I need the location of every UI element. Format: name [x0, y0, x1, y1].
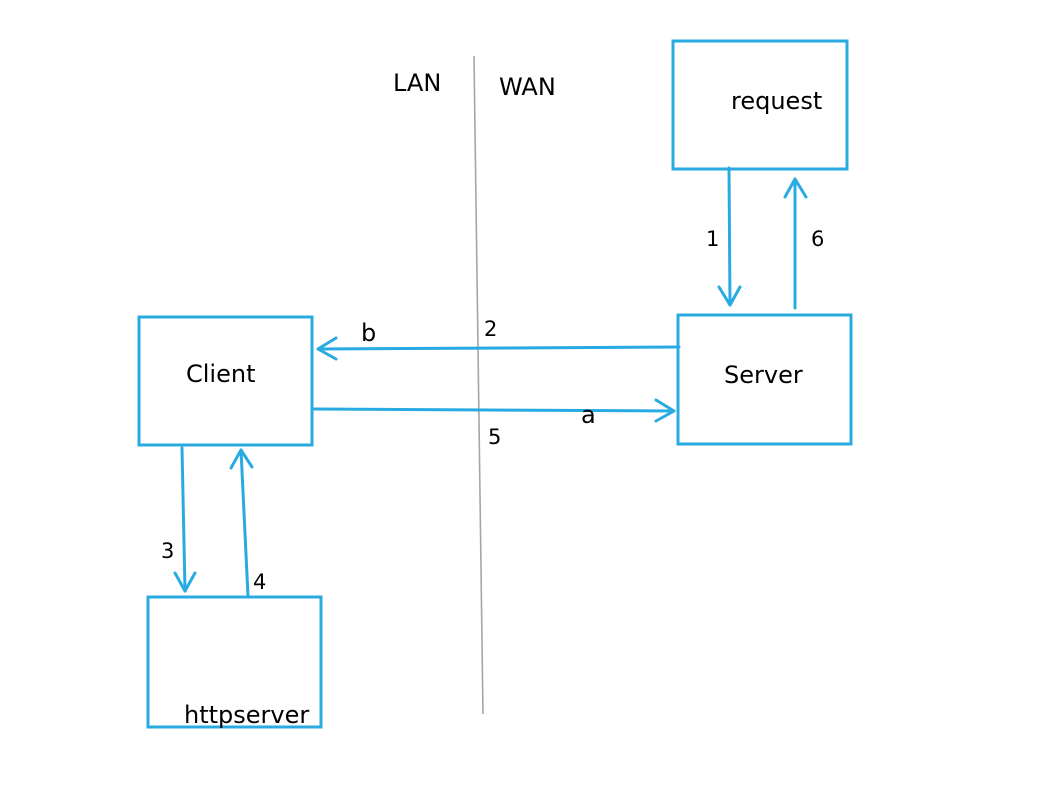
step-3-label: 3: [161, 539, 174, 563]
client-label: Client: [186, 360, 255, 388]
lan-wan-divider: [473, 55, 484, 715]
arrow-4-head: [229, 448, 254, 470]
client-node: Client: [137, 315, 314, 447]
step-6-label: 6: [811, 227, 824, 251]
step-5-label: 5: [488, 425, 501, 449]
server-box: [676, 313, 853, 446]
arrow-1-head: [717, 285, 742, 307]
request-box: [671, 39, 849, 171]
arrow-6-head: [783, 177, 808, 199]
step-1-label: 1: [706, 227, 719, 251]
client-box: [137, 315, 314, 447]
wan-zone-label: WAN: [499, 73, 556, 101]
arrow-2-shaft: [316, 345, 681, 351]
httpserver-node: httpserver: [146, 595, 323, 729]
step-4-label: 4: [253, 570, 266, 594]
connection-b-label: b: [361, 319, 376, 347]
arrow-3-head: [173, 571, 197, 593]
httpserver-box: [146, 595, 323, 729]
request-label: request: [731, 87, 822, 115]
arrow-step-5: [312, 398, 676, 423]
arrow-3-shaft: [180, 446, 187, 593]
arrow-step-6: [783, 177, 808, 310]
arrow-1-shaft: [727, 166, 732, 307]
server-label: Server: [724, 361, 803, 389]
arrow-step-3: [173, 446, 197, 593]
arrow-step-1: [717, 166, 742, 307]
connection-a-label: a: [581, 401, 596, 429]
arrow-5-shaft: [312, 407, 676, 413]
server-node: Server: [676, 313, 853, 446]
httpserver-label: httpserver: [184, 701, 309, 729]
arrow-5-head: [654, 398, 676, 423]
request-node: request: [671, 39, 849, 171]
step-2-label: 2: [484, 317, 497, 341]
lan-zone-label: LAN: [393, 69, 441, 97]
arrow-4-shaft: [239, 448, 250, 598]
arrow-step-2: [316, 336, 681, 361]
arrow-2-head: [316, 336, 338, 361]
arrow-step-4: [229, 448, 254, 598]
